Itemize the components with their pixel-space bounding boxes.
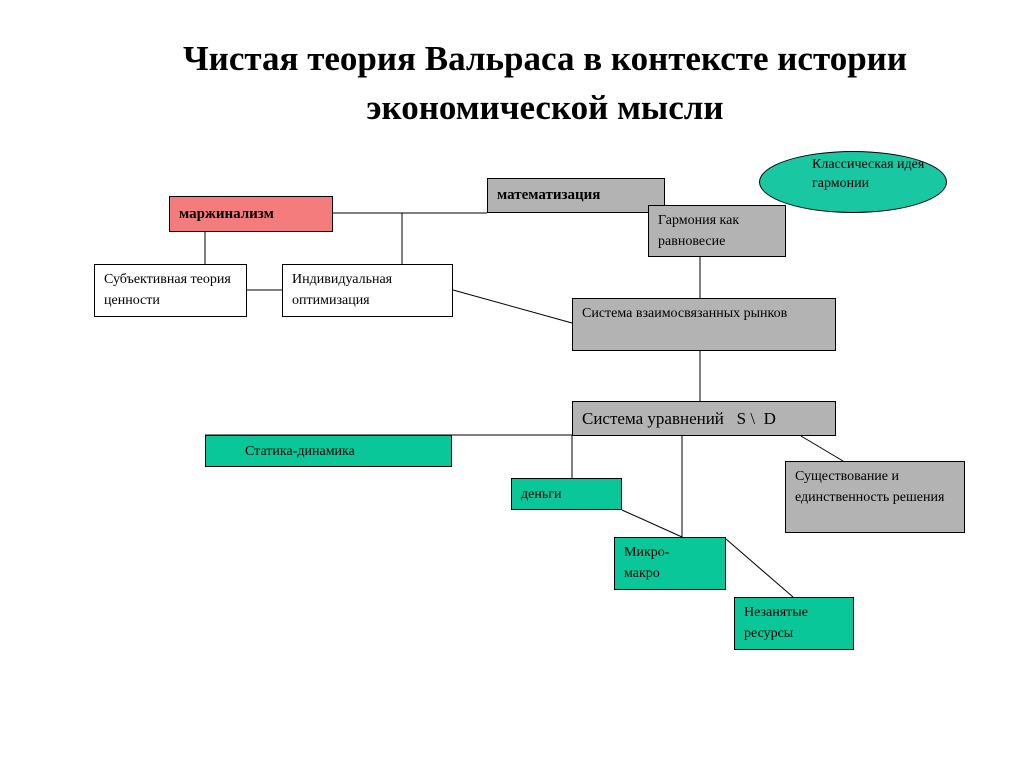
statics-dynamics-label: Статика-динамика [245,444,355,459]
existence-uniqueness-label: Существование и единственность решения [795,469,945,505]
link-money-micromacro [621,509,683,538]
marginalism-label: маржинализм [179,206,274,222]
existence-uniqueness-box: Существование и единственность решения [785,461,965,533]
statics-dynamics-box: Статика-динамика [205,435,452,467]
link-micromacro-resources [725,538,794,598]
slide-title: Чистая теория Вальраса в контексте истор… [80,34,1010,132]
unemployed-resources-box: Незанятые ресурсы [734,597,854,650]
interconnected-markets-box: Система взаимосвязанных рынков [572,298,836,351]
harmony-equilibrium-box: Гармония как равновесие [648,205,786,257]
title-line-1: Чистая теория Вальраса в контексте истор… [183,39,907,78]
individual-optimization-label: Индивидуальная оптимизация [292,272,393,308]
subjective-value-box: Субъективная теория ценности [94,264,247,317]
title-line-2: экономической мысли [366,88,724,127]
subjective-value-label: Субъективная теория ценности [104,272,231,308]
mathematization-label: математизация [497,187,601,203]
individual-optimization-box: Индивидуальная оптимизация [282,264,453,317]
link-equations-existence [800,435,844,462]
money-box: деньги [511,478,622,510]
link-individual-markets [452,289,573,324]
unemployed-resources-label: Незанятые ресурсы [744,605,808,641]
mathematization-box: математизация [487,178,665,213]
classical-harmony-label: Классическая идея гармонии [812,157,925,191]
classical-harmony-ellipse: Классическая идея гармонии [759,151,947,213]
equation-system-box: Система уравнений S \ D [572,401,836,436]
equation-system-label: Система уравнений S \ D [582,409,776,428]
marginalism-box: маржинализм [169,196,333,232]
money-label: деньги [521,487,562,502]
harmony-equilibrium-label: Гармония как равновесие [658,213,740,249]
micro-macro-box: Микро-макро [614,537,726,590]
micro-macro-label: Микро-макро [624,545,670,581]
interconnected-markets-label: Система взаимосвязанных рынков [582,306,788,321]
